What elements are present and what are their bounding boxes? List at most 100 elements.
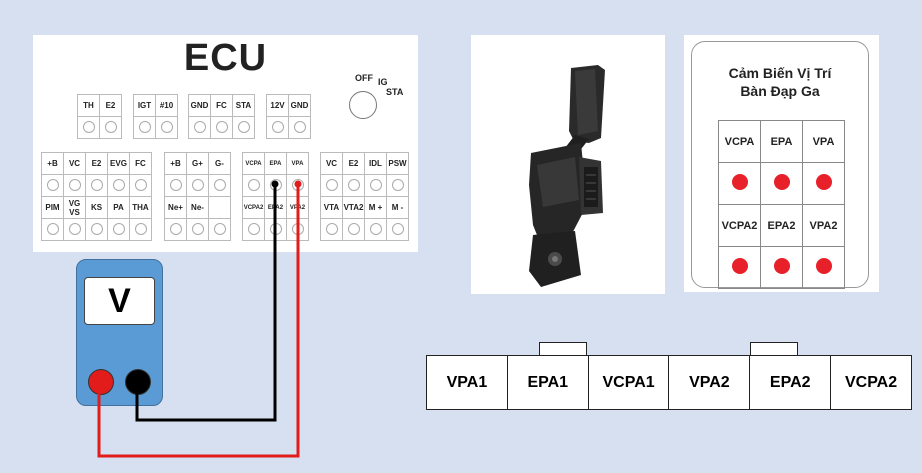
pedal-connector: VPA1 EPA1 VCPA1 VPA2 EPA2 VCPA2: [426, 355, 912, 410]
pin-label: GND: [288, 94, 311, 117]
pin-label: IGT: [133, 94, 156, 117]
sensor-pin-dot[interactable]: [718, 162, 761, 205]
pin-hole: [63, 174, 86, 197]
pin-label: FC: [129, 152, 152, 175]
pin-hole: [186, 218, 209, 241]
pin-block-igt: IGT#10: [133, 94, 178, 139]
pin-label: E2: [99, 94, 122, 117]
pin-hole: [164, 218, 187, 241]
pin-label: PA: [107, 196, 130, 219]
pin-label: Ne-: [186, 196, 209, 219]
pin-hole: [208, 218, 231, 241]
pin-hole: [63, 218, 86, 241]
pin-hole: [386, 174, 409, 197]
pin-hole: [41, 218, 64, 241]
pin-label: THA: [129, 196, 152, 219]
pin-label: GND: [188, 94, 211, 117]
pin-label: VCPA: [242, 152, 265, 175]
ignition-switch-knob[interactable]: [349, 91, 377, 119]
pin-label: VG VS: [63, 196, 86, 219]
sensor-pin-label: VPA: [802, 120, 845, 163]
pin-label: EPA: [264, 152, 287, 175]
pin-block-pedal: VCPA EPA VPA VCPA2 EPA2 VPA2: [242, 152, 309, 241]
pin-hole: [386, 218, 409, 241]
pedal-sensor-card-title: Cảm Biến Vị Trí Bàn Đạp Ga: [692, 64, 868, 100]
sensor-pin-dot[interactable]: [718, 246, 761, 289]
pin-label: STA: [232, 94, 255, 117]
pin-hole: [288, 116, 311, 139]
sensor-pin-dot[interactable]: [760, 246, 803, 289]
pin-hole: [85, 174, 108, 197]
pin-hole: [242, 174, 265, 197]
pin-hole: [41, 174, 64, 197]
accelerator-pedal-photo: [471, 35, 665, 294]
pin-label: IDL: [364, 152, 387, 175]
pin-hole: [107, 174, 130, 197]
pin-hole: [342, 174, 365, 197]
connector-pin-epa2[interactable]: EPA2: [750, 356, 832, 409]
sensor-pin-dot[interactable]: [760, 162, 803, 205]
pin-block-ne: +B G+ G- Ne+ Ne-: [164, 152, 231, 241]
pin-label: VC: [63, 152, 86, 175]
positive-probe-jack[interactable]: [88, 369, 114, 395]
sensor-pin-label: VCPA2: [718, 204, 761, 247]
switch-sta-label: STA: [386, 87, 404, 97]
pedal-sensor-pin-grid: VCPA EPA VPA VCPA2 EPA2 VPA2: [718, 120, 845, 289]
connector-pin-vcpa2[interactable]: VCPA2: [844, 373, 898, 391]
connector-pin-vpa2[interactable]: VPA2: [669, 356, 751, 409]
pin-hole: [155, 116, 178, 139]
switch-ig-label: IG: [378, 77, 388, 87]
pin-label: E2: [85, 152, 108, 175]
pin-hole: [264, 218, 287, 241]
pin-label: VCPA2: [242, 196, 265, 219]
pin-label: M -: [386, 196, 409, 219]
pin-label: VTA: [320, 196, 343, 219]
pin-label: FC: [210, 94, 233, 117]
pin-label: EPA2: [264, 196, 287, 219]
pin-label: #10: [155, 94, 178, 117]
connector-latch-tab: [750, 342, 798, 356]
pin-hole: [320, 174, 343, 197]
pin-label: Ne+: [164, 196, 187, 219]
pin-hole: [186, 174, 209, 197]
pin-hole: [188, 116, 211, 139]
sensor-pin-label: EPA: [760, 120, 803, 163]
pedal-sensor-card: Cảm Biến Vị Trí Bàn Đạp Ga VCPA EPA VPA …: [684, 35, 879, 292]
connector-pin-epa1[interactable]: EPA1: [508, 356, 589, 409]
negative-probe-jack[interactable]: [125, 369, 151, 395]
switch-off-label: OFF: [355, 73, 373, 83]
sensor-pin-label: VCPA: [718, 120, 761, 163]
accelerator-pedal-image: [529, 65, 605, 287]
pin-hole: [364, 218, 387, 241]
pin-hole: [99, 116, 122, 139]
pin-label: VPA: [286, 152, 309, 175]
pin-hole: [164, 174, 187, 197]
sensor-pin-label: VPA2: [802, 204, 845, 247]
pin-label: G-: [208, 152, 231, 175]
card-title-line2: Bàn Đạp Ga: [740, 83, 820, 99]
pin-hole: [286, 218, 309, 241]
pin-hole: [342, 218, 365, 241]
pin-hole: [266, 116, 289, 139]
pin-hole: [286, 174, 309, 197]
pin-label: +B: [41, 152, 64, 175]
sensor-pin-dot[interactable]: [802, 246, 845, 289]
voltmeter: V: [76, 259, 163, 406]
pin-block-throttle: VC E2 IDL PSW VTA VTA2 M + M -: [320, 152, 409, 241]
connector-pin-vcpa1[interactable]: VCPA1: [589, 356, 670, 409]
pin-hole: [320, 218, 343, 241]
pin-label: E2: [342, 152, 365, 175]
pin-label: VPA2: [286, 196, 309, 219]
pin-hole: [129, 174, 152, 197]
pin-label: 12V: [266, 94, 289, 117]
sensor-pin-dot[interactable]: [802, 162, 845, 205]
pin-hole: [264, 174, 287, 197]
pin-hole: [208, 174, 231, 197]
pin-label: [208, 196, 231, 219]
pin-label: +B: [164, 152, 187, 175]
pin-label: PSW: [386, 152, 409, 175]
connector-pin-vpa1[interactable]: VPA1: [427, 356, 508, 409]
